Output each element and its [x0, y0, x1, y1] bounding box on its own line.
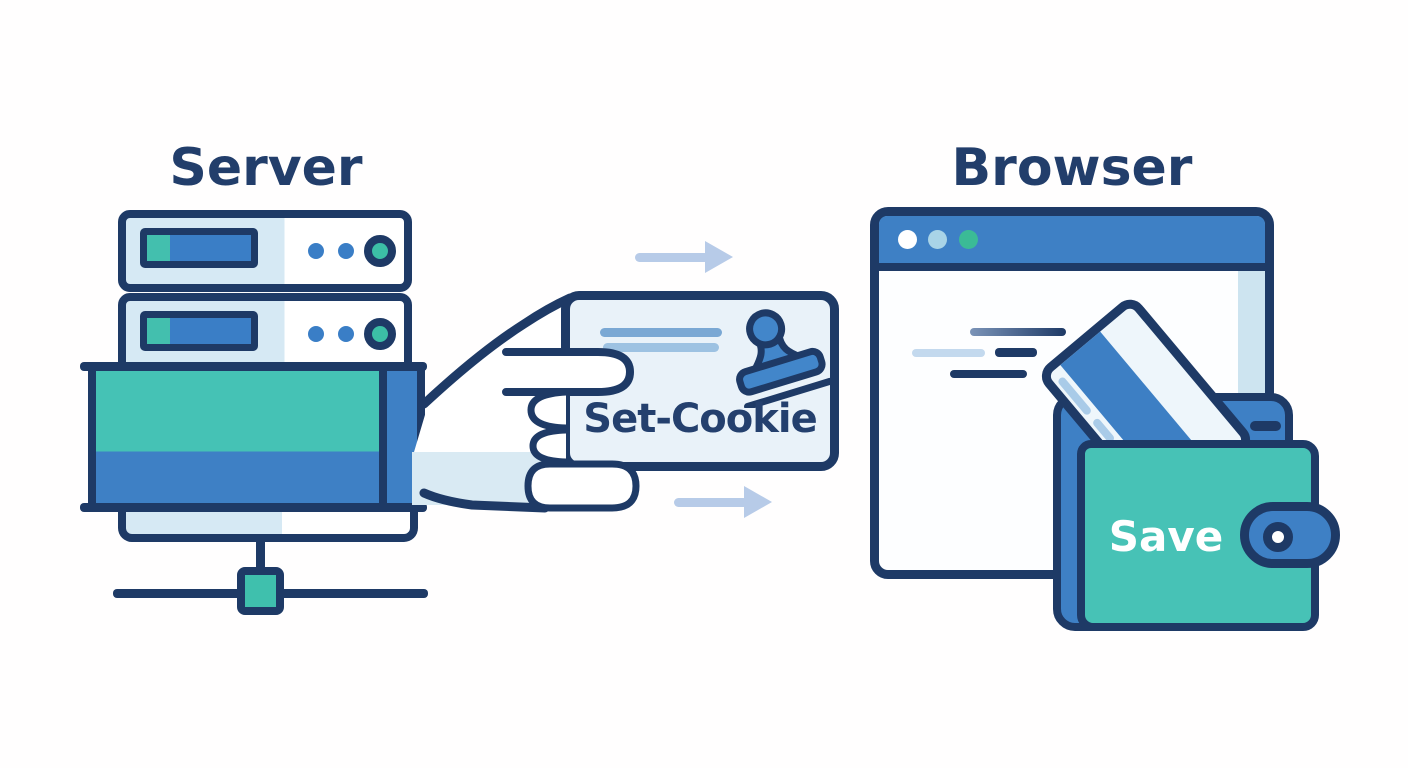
- browser-titlebar: [879, 216, 1265, 271]
- server-band: [88, 367, 425, 508]
- titlebar-dot-teal: [959, 230, 978, 249]
- server-band-bottom-edge: [80, 503, 427, 512]
- wallet-flap-notch: [1250, 421, 1281, 431]
- server-led-dot: [338, 326, 354, 342]
- speed-line: [995, 348, 1037, 357]
- clasp-icon: [1240, 502, 1340, 568]
- server-band-top-edge: [80, 362, 427, 371]
- server-title: Server: [169, 138, 363, 198]
- server-band-endcap: [379, 367, 417, 508]
- server-led-dot: [308, 326, 324, 342]
- browser-title: Browser: [951, 138, 1193, 198]
- server-power-ring: [364, 235, 396, 267]
- titlebar-dot-white: [898, 230, 917, 249]
- hand-fingers: [502, 348, 640, 512]
- titlebar-dot-lightblue: [928, 230, 947, 249]
- arrow-right-icon: [635, 241, 735, 273]
- speed-line: [970, 328, 1066, 336]
- wallet-save-label: Save: [1108, 512, 1224, 561]
- set-cookie-label: Set-Cookie: [583, 396, 817, 442]
- speed-line: [912, 349, 985, 357]
- server-led-dot: [308, 243, 324, 259]
- card-text-line: [600, 328, 722, 337]
- server-base: [118, 512, 418, 542]
- clasp-button: [1263, 522, 1293, 552]
- speed-line: [950, 370, 1027, 378]
- server-power-ring: [364, 318, 396, 350]
- server-drive-slot: [140, 228, 258, 268]
- server-rack-unit: [118, 210, 412, 292]
- server-drive-slot: [140, 311, 258, 351]
- server-led-dot: [338, 243, 354, 259]
- network-stem: [256, 541, 265, 572]
- network-node-icon: [237, 567, 284, 615]
- stamp-icon: [736, 309, 830, 408]
- card-text-line: [603, 343, 719, 352]
- arrow-right-icon: [674, 486, 774, 518]
